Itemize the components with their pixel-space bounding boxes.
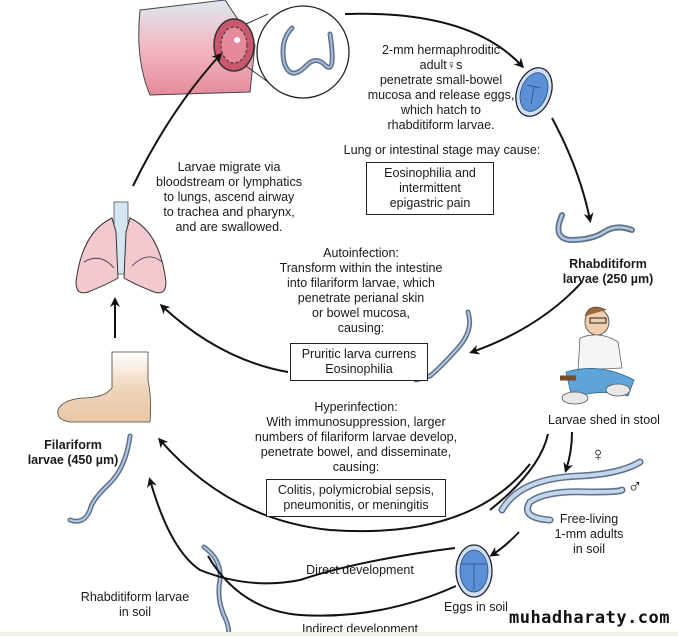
rhabditiform-larvae-label: Rhabditiform larvae (250 µm) [562,257,654,286]
arrow-rhabditiform-to-autoinfection [469,281,583,355]
hyperinfection-text: Hyperinfection: With immunosuppression, … [254,400,458,474]
migration-text: Larvae migrate via bloodstream or lympha… [156,160,302,234]
arrow-hyperinfection-to-foot [158,437,531,533]
arrow-autoinfection-to-lungs [159,303,289,373]
egg-intestine [515,67,553,117]
free-living-adults-worms [498,458,644,524]
arrow-stool-curve [489,433,549,511]
autoinfection-larva-worm [413,309,473,383]
soil-larva-worm [201,544,232,636]
larvae-shed-label: Larvae shed in stool [548,413,660,427]
magnified-adult-worm [256,5,350,99]
arrow-egg-to-rhabditiform [551,117,594,223]
arrow-gut-to-egg [344,12,525,69]
egg-in-soil [455,544,493,598]
cycle-arrows [110,12,594,617]
female-symbol: ♀ [590,444,606,466]
filariform-larvae-label: Filariform larvae (450 µm) [27,438,119,467]
rhabditiform-larva-worm [555,212,635,244]
intestine-illustration [138,0,269,96]
footer-strip [0,632,678,636]
arrow-free-living-to-eggs [489,531,520,557]
male-symbol: ♂ [627,476,643,498]
hyperinfection-effects-box: Colitis, polymicrobial sepsis, pneumonit… [266,479,446,517]
autoinfection-effects-box: Pruritic larva currens Eosinophilia [290,343,428,381]
arrow-direct-development [147,477,456,585]
lung-stage-heading: Lung or intestinal stage may cause: [343,143,541,157]
person-shedding-stool [560,306,635,405]
watermark: muhadharaty.com [508,608,670,628]
arrow-indirect-development [207,555,457,617]
arrow-stool-to-free-living [563,431,573,473]
filariform-larva-worm [67,433,133,524]
eggs-in-soil-label: Eggs in soil [444,600,508,614]
lung-stage-effects-box: Eosinophilia and intermittent epigastric… [366,162,494,215]
foot-illustration [57,351,152,423]
rhabditiform-soil-label: Rhabditiform larvae in soil [80,590,190,619]
autoinfection-text: Autoinfection: Transform within the inte… [279,246,443,335]
arrow-lungs-to-gut [132,52,223,187]
direct-development-label: Direct development [306,563,414,577]
free-living-text: Free-living 1-mm adults in soil [554,512,624,556]
adults-intestine-text: 2-mm hermaphroditic adult♀s penetrate sm… [367,43,515,132]
lungs-illustration [75,201,167,294]
